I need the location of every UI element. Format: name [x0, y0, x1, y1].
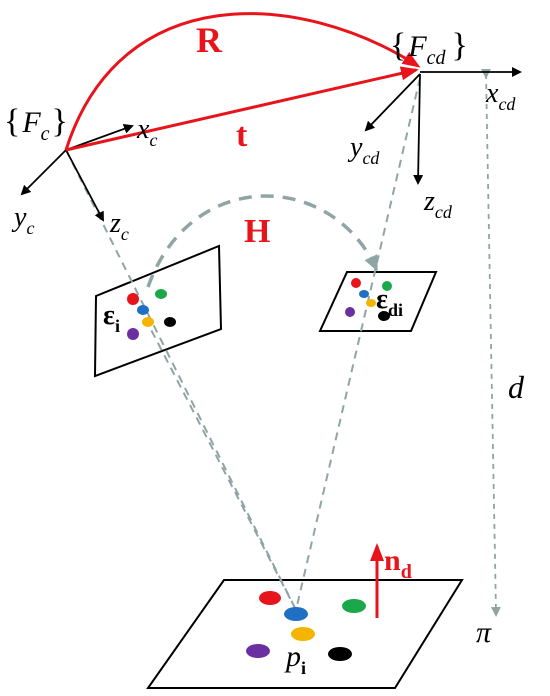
feature-green — [155, 289, 167, 299]
plane-label: π — [476, 616, 492, 649]
axis-zc-label: zc — [109, 208, 129, 244]
axis-ycd-label: ycd — [347, 132, 380, 168]
ray-current-point — [144, 317, 297, 611]
homography-label: H — [244, 213, 270, 250]
feature-yellow — [291, 627, 315, 641]
current-image-features — [127, 289, 176, 340]
axis-yc-label: yc — [11, 202, 34, 238]
rotation-label: R — [196, 20, 223, 60]
feature-red — [259, 591, 281, 605]
translation-label: t — [236, 117, 248, 154]
feature-purple — [345, 307, 355, 317]
current-image-plane — [93, 244, 223, 378]
translation-arrow — [65, 66, 419, 152]
feature-blue — [137, 305, 149, 315]
feature-purple — [127, 328, 139, 340]
distance-label: d — [508, 369, 525, 405]
axis-xc-label: xc — [136, 114, 157, 150]
desired-image-features — [345, 278, 392, 321]
feature-red — [127, 293, 139, 305]
feature-blue — [284, 607, 308, 621]
feature-blue — [359, 290, 369, 298]
axis-zcd-label: zcd — [423, 186, 453, 222]
desired-frame-axes — [364, 67, 522, 185]
axis-yc — [20, 149, 67, 196]
ray-desired-optical-axis — [295, 77, 421, 611]
current-frame-label: {Fc} — [4, 103, 68, 145]
feature-black — [164, 317, 176, 327]
feature-black — [378, 311, 390, 321]
axis-xcd-label: xcd — [485, 78, 516, 114]
feature-green — [382, 281, 392, 291]
point-label: pi — [284, 640, 306, 678]
distance-arrow — [480, 68, 501, 617]
axis-zc — [65, 149, 104, 222]
rotation-arrow — [64, 12, 421, 151]
normal-label: nd — [384, 544, 412, 583]
axis-zcd — [413, 73, 424, 185]
projection-rays — [65, 77, 421, 611]
feature-black — [328, 647, 352, 661]
feature-red — [351, 278, 361, 288]
current-image-plane-label: εi — [103, 300, 120, 336]
desired-image-plane-label: εdi — [376, 284, 403, 320]
feature-yellow — [366, 299, 376, 307]
ray-current-optical-axis — [65, 149, 297, 611]
feature-green — [342, 599, 366, 613]
desired-frame-label: {Fcd} — [390, 27, 468, 69]
homography-arrow — [146, 194, 378, 288]
feature-yellow — [142, 317, 154, 327]
feature-purple — [246, 644, 270, 658]
scene-features — [246, 591, 366, 661]
axis-ycd — [364, 73, 421, 132]
